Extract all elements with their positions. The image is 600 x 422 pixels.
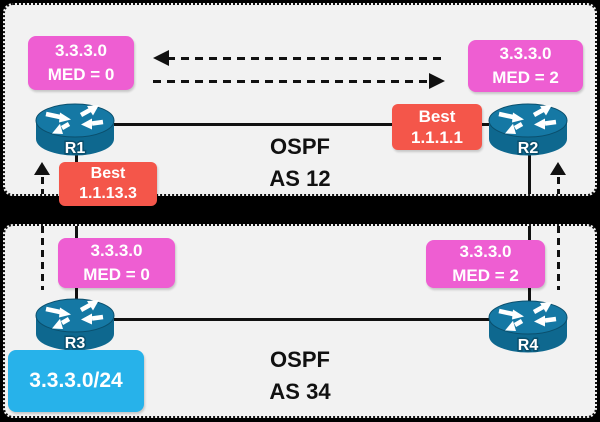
network-text: 3.3.3.0 xyxy=(90,241,143,260)
prefix-text: 3.3.3.0/24 xyxy=(29,369,123,392)
link-r2-r4 xyxy=(528,153,531,194)
ospf-text: OSPF xyxy=(270,134,330,159)
med-text: MED = 2 xyxy=(492,68,559,87)
as-number-text: AS 34 xyxy=(269,379,331,404)
dashed-line-up-right xyxy=(556,177,560,194)
router-icon: R3 xyxy=(35,298,115,352)
link-r1-r2 xyxy=(114,123,492,126)
router-label: R1 xyxy=(65,140,86,157)
best-text: Best xyxy=(90,165,126,182)
dashed-arrow-right-icon xyxy=(153,73,445,89)
best-ip-text: 1.1.13.3 xyxy=(79,185,137,202)
router-label: R2 xyxy=(518,140,539,157)
best-text: Best xyxy=(418,107,456,126)
as34-area: 3.3.3.0 MED = 0 3.3.3.0 MED = 2 R3 xyxy=(3,224,597,418)
med-text: MED = 0 xyxy=(47,65,115,84)
med-label-r1: 3.3.3.0 MED = 0 xyxy=(28,36,134,90)
best-ip-text: 1.1.1.1 xyxy=(411,128,463,147)
router-icon: R1 xyxy=(35,103,115,157)
dashed-arrow-up-right-icon xyxy=(550,162,566,175)
dashed-arrow-left-icon xyxy=(153,50,445,66)
med-text: MED = 0 xyxy=(83,265,150,284)
network-text: 3.3.3.0 xyxy=(459,242,512,261)
network-text: 3.3.3.0 xyxy=(499,44,552,63)
best-path-label-r2: Best 1.1.1.1 xyxy=(392,104,482,150)
router-icon: R4 xyxy=(488,300,568,354)
router-label: R3 xyxy=(65,335,86,352)
as12-caption: OSPF AS 12 xyxy=(235,131,365,194)
ospf-text: OSPF xyxy=(270,347,330,372)
router-label: R4 xyxy=(518,337,539,354)
med-text: MED = 2 xyxy=(452,266,519,285)
dashed-arrow-up-left-icon xyxy=(34,162,50,175)
network-prefix-label: 3.3.3.0/24 xyxy=(8,350,144,412)
router-icon: R2 xyxy=(488,103,568,157)
network-text: 3.3.3.0 xyxy=(55,41,107,60)
dashed-line-up-left xyxy=(40,177,44,194)
as34-caption: OSPF AS 34 xyxy=(235,344,365,408)
best-path-label-r1: Best 1.1.13.3 xyxy=(59,162,157,206)
as-number-text: AS 12 xyxy=(269,166,331,191)
med-label-r2: 3.3.3.0 MED = 2 xyxy=(468,40,583,92)
dashed-line-up-right xyxy=(556,226,560,290)
med-label-r4: 3.3.3.0 MED = 2 xyxy=(426,240,545,288)
link-r3-r4 xyxy=(114,318,492,321)
dashed-line-up-left xyxy=(40,226,44,290)
med-label-r3: 3.3.3.0 MED = 0 xyxy=(58,238,175,288)
